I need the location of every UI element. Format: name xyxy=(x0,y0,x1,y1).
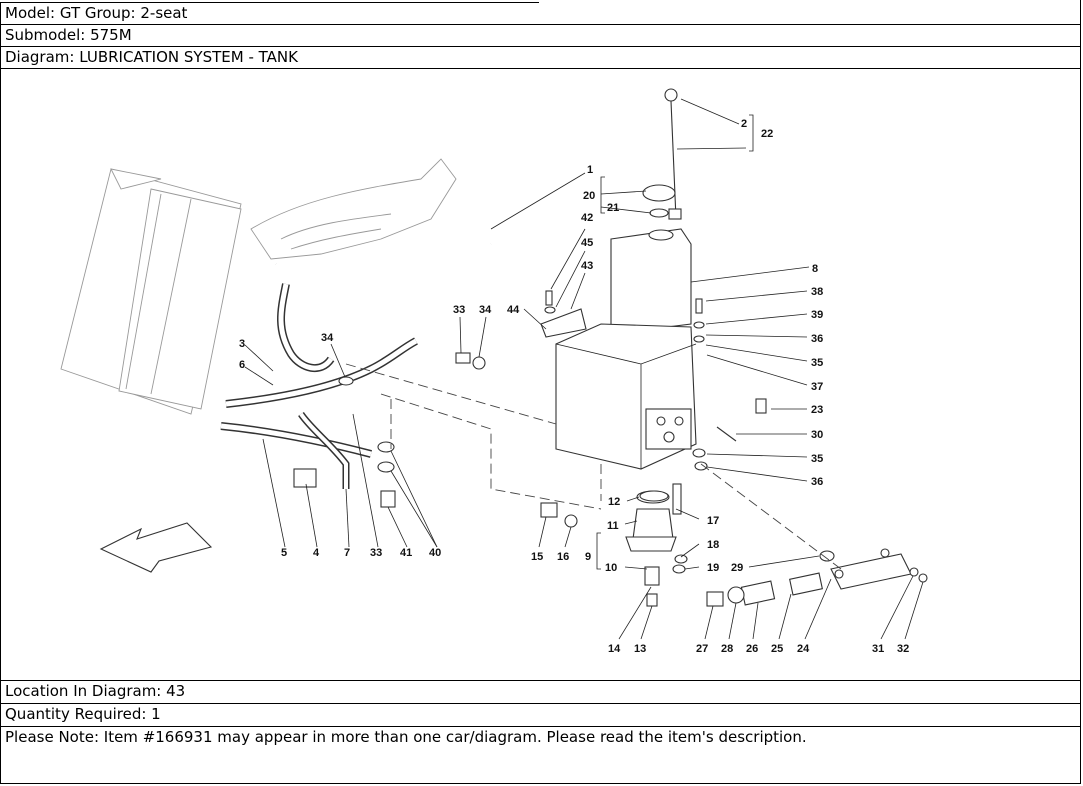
callout: 27 xyxy=(696,643,708,655)
engine-ghost xyxy=(250,158,457,260)
callout: 34 xyxy=(479,304,492,316)
callout: 17 xyxy=(707,515,719,527)
callout: 3 xyxy=(239,338,245,350)
callout: 33 xyxy=(370,547,382,559)
quantity-row: Quantity Required: 1 xyxy=(0,703,1080,726)
callout: 28 xyxy=(721,643,733,655)
callout: 1 xyxy=(587,164,593,176)
callout: 29 xyxy=(731,562,743,574)
radiator-ghost xyxy=(60,168,242,415)
callout: 7 xyxy=(344,547,350,559)
note-text: Please Note: Item #166931 may appear in … xyxy=(5,728,807,746)
callout: 22 xyxy=(761,128,773,140)
callout: 25 xyxy=(771,643,783,655)
note-row: Please Note: Item #166931 may appear in … xyxy=(0,726,1080,784)
callout: 35 xyxy=(811,453,823,465)
small-fittings xyxy=(293,290,767,574)
callout: 18 xyxy=(707,539,719,551)
callout: 26 xyxy=(746,643,758,655)
submodel-text: Submodel: 575M xyxy=(5,26,132,44)
callout: 45 xyxy=(581,237,593,249)
dipstick xyxy=(664,88,682,220)
callout: 34 xyxy=(321,332,334,344)
lubrication-tank-drawing: 1 2 22 20 21 42 45 43 44 33 34 3 6 34 8 … xyxy=(60,88,928,655)
location-text: Location In Diagram: 43 xyxy=(5,682,186,700)
callout: 14 xyxy=(608,643,621,655)
callout-labels: 1 2 22 20 21 42 45 43 44 33 34 3 6 34 8 … xyxy=(239,118,909,655)
callout: 13 xyxy=(634,643,646,655)
callout: 20 xyxy=(583,190,595,202)
callout: 35 xyxy=(811,357,823,369)
filler-cap xyxy=(642,184,676,218)
callout: 24 xyxy=(797,643,810,655)
submodel-row: Submodel: 575M xyxy=(0,24,1080,46)
callout: 39 xyxy=(811,309,823,321)
callout: 36 xyxy=(811,333,823,345)
callout: 21 xyxy=(607,202,619,214)
callout: 37 xyxy=(811,381,823,393)
relief-valve xyxy=(706,548,928,607)
callout: 36 xyxy=(811,476,823,488)
callout: 10 xyxy=(605,562,617,574)
callout: 23 xyxy=(811,404,823,416)
callout: 43 xyxy=(581,260,593,272)
callout: 30 xyxy=(811,429,823,441)
oil-hoses xyxy=(220,233,495,489)
callout: 8 xyxy=(812,263,818,275)
callout: 6 xyxy=(239,359,245,371)
exploded-diagram: 1 2 22 20 21 42 45 43 44 33 34 3 6 34 8 … xyxy=(0,68,1080,680)
direction-arrow-icon xyxy=(99,522,213,573)
assembly-dash-lines xyxy=(345,363,842,570)
callout: 12 xyxy=(608,496,620,508)
callout: 5 xyxy=(281,547,287,559)
diagram-title-row: Diagram: LUBRICATION SYSTEM - TANK xyxy=(0,46,1080,68)
callout: 38 xyxy=(811,286,823,298)
callout: 4 xyxy=(313,547,320,559)
model-row: Model: GT Group: 2-seat xyxy=(0,2,539,24)
callout: 31 xyxy=(872,643,884,655)
location-row: Location In Diagram: 43 xyxy=(0,680,1080,703)
callout: 19 xyxy=(707,562,719,574)
callout: 40 xyxy=(429,547,441,559)
callout: 42 xyxy=(581,212,593,224)
filter-housing xyxy=(625,483,682,607)
callout: 41 xyxy=(400,547,412,559)
leader-lines xyxy=(244,98,924,640)
model-text: Model: GT Group: 2-seat xyxy=(5,4,188,22)
callout: 33 xyxy=(453,304,465,316)
callout: 9 xyxy=(585,551,591,563)
oil-tank xyxy=(555,228,697,470)
callout: 15 xyxy=(531,551,543,563)
callout: 11 xyxy=(607,520,619,532)
quantity-text: Quantity Required: 1 xyxy=(5,705,161,723)
callout: 2 xyxy=(741,118,747,130)
callout: 16 xyxy=(557,551,569,563)
callout: 44 xyxy=(507,304,520,316)
callout: 32 xyxy=(897,643,909,655)
diagram-title-text: Diagram: LUBRICATION SYSTEM - TANK xyxy=(5,48,298,66)
